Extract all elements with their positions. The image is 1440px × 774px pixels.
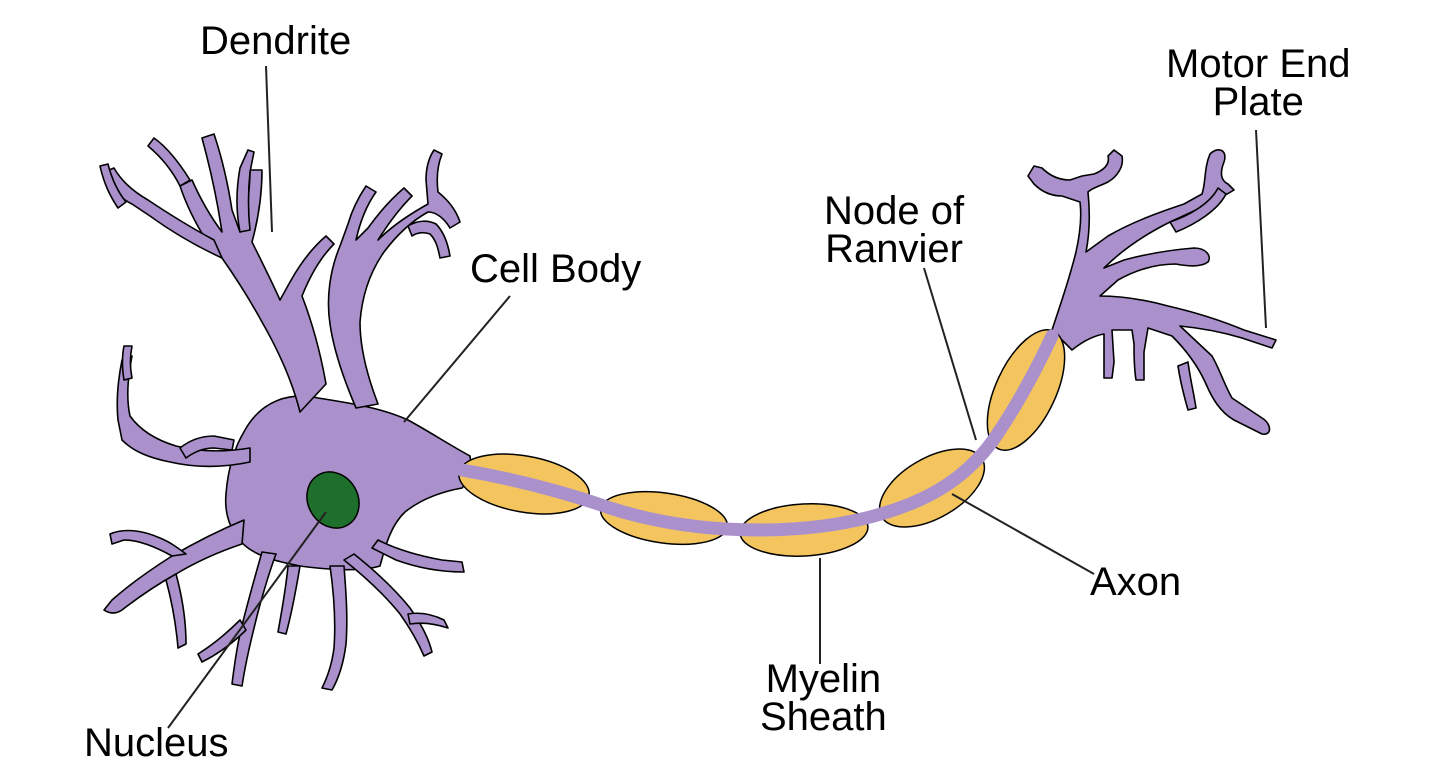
dendrite-upper-right-branch-a (407, 220, 451, 259)
myelin-sheath-label: Myelin Sheath (760, 657, 887, 739)
axon-leader (951, 493, 1095, 575)
node-of-ranvier-leader (923, 267, 977, 441)
dendrite-lower-right-branch-c (407, 612, 449, 629)
motor-end-plate-label: Motor End Plate (1166, 42, 1351, 124)
node-of-ranvier-label-line2: Ranvier (825, 227, 963, 271)
node-of-ranvier-label: Node of Ranvier (824, 189, 965, 271)
dendrite-lower-left-branch-c (231, 551, 277, 687)
motor-end-plate-label-line1: Motor End (1166, 42, 1351, 86)
axon-terminal-branch-a (1169, 187, 1227, 233)
node-of-ranvier-label-line1: Node of (824, 189, 965, 233)
dendrite-lower-right (321, 565, 348, 691)
dendrite-upper-left (179, 133, 335, 413)
dendrite-label-text: Dendrite (200, 19, 352, 63)
motor-end-plate-label-line2: Plate (1212, 80, 1304, 124)
cell-body-label: Cell Body (470, 247, 642, 291)
myelin-sheath-label-line1: Myelin (765, 657, 882, 701)
dendrite-label: Dendrite (200, 19, 352, 63)
dendrite-lower-right-branch-b (371, 539, 465, 573)
nucleus-label: Nucleus (84, 721, 229, 765)
dendrite-left-branch-a (179, 435, 235, 459)
leader-lines (167, 65, 1267, 729)
dendrite-leader (265, 65, 273, 233)
axon-label: Axon (1090, 560, 1182, 604)
dendrite-lower-left-branch-a (109, 529, 187, 557)
axon-myelin (455, 328, 1066, 557)
nucleus-leader (167, 511, 327, 729)
dendrite-upper-left-branch-b (147, 137, 191, 187)
neuron-soma-dendrites (99, 133, 472, 691)
nucleus-shape (306, 471, 360, 529)
dendrite-left-branch-b (121, 345, 133, 381)
cell-body-label-text: Cell Body (470, 247, 642, 291)
dendrite-upper-left-branch-c (236, 149, 255, 233)
dendrite-lower-right-branch-a (343, 553, 433, 657)
axon-terminal-branch-b (1177, 361, 1197, 411)
axon-label-text: Axon (1090, 560, 1182, 604)
cell-body-leader (403, 295, 511, 423)
motor-end-plate-leader (1255, 129, 1267, 329)
dendrite-lower-right-branch-d (277, 565, 301, 635)
axon-core (455, 329, 1059, 537)
dendrite-upper-right (327, 149, 461, 409)
myelin-sheath-label-line2: Sheath (760, 695, 887, 739)
dendrite-lower-left-branch-b (165, 573, 187, 649)
dendrite-upper-left-branch-d (99, 163, 127, 209)
nucleus-label-text: Nucleus (84, 721, 229, 765)
dendrite-lower-left-branch-d (197, 619, 247, 663)
axon-terminal (1027, 149, 1277, 435)
axon-terminal-trunk (1027, 149, 1277, 435)
